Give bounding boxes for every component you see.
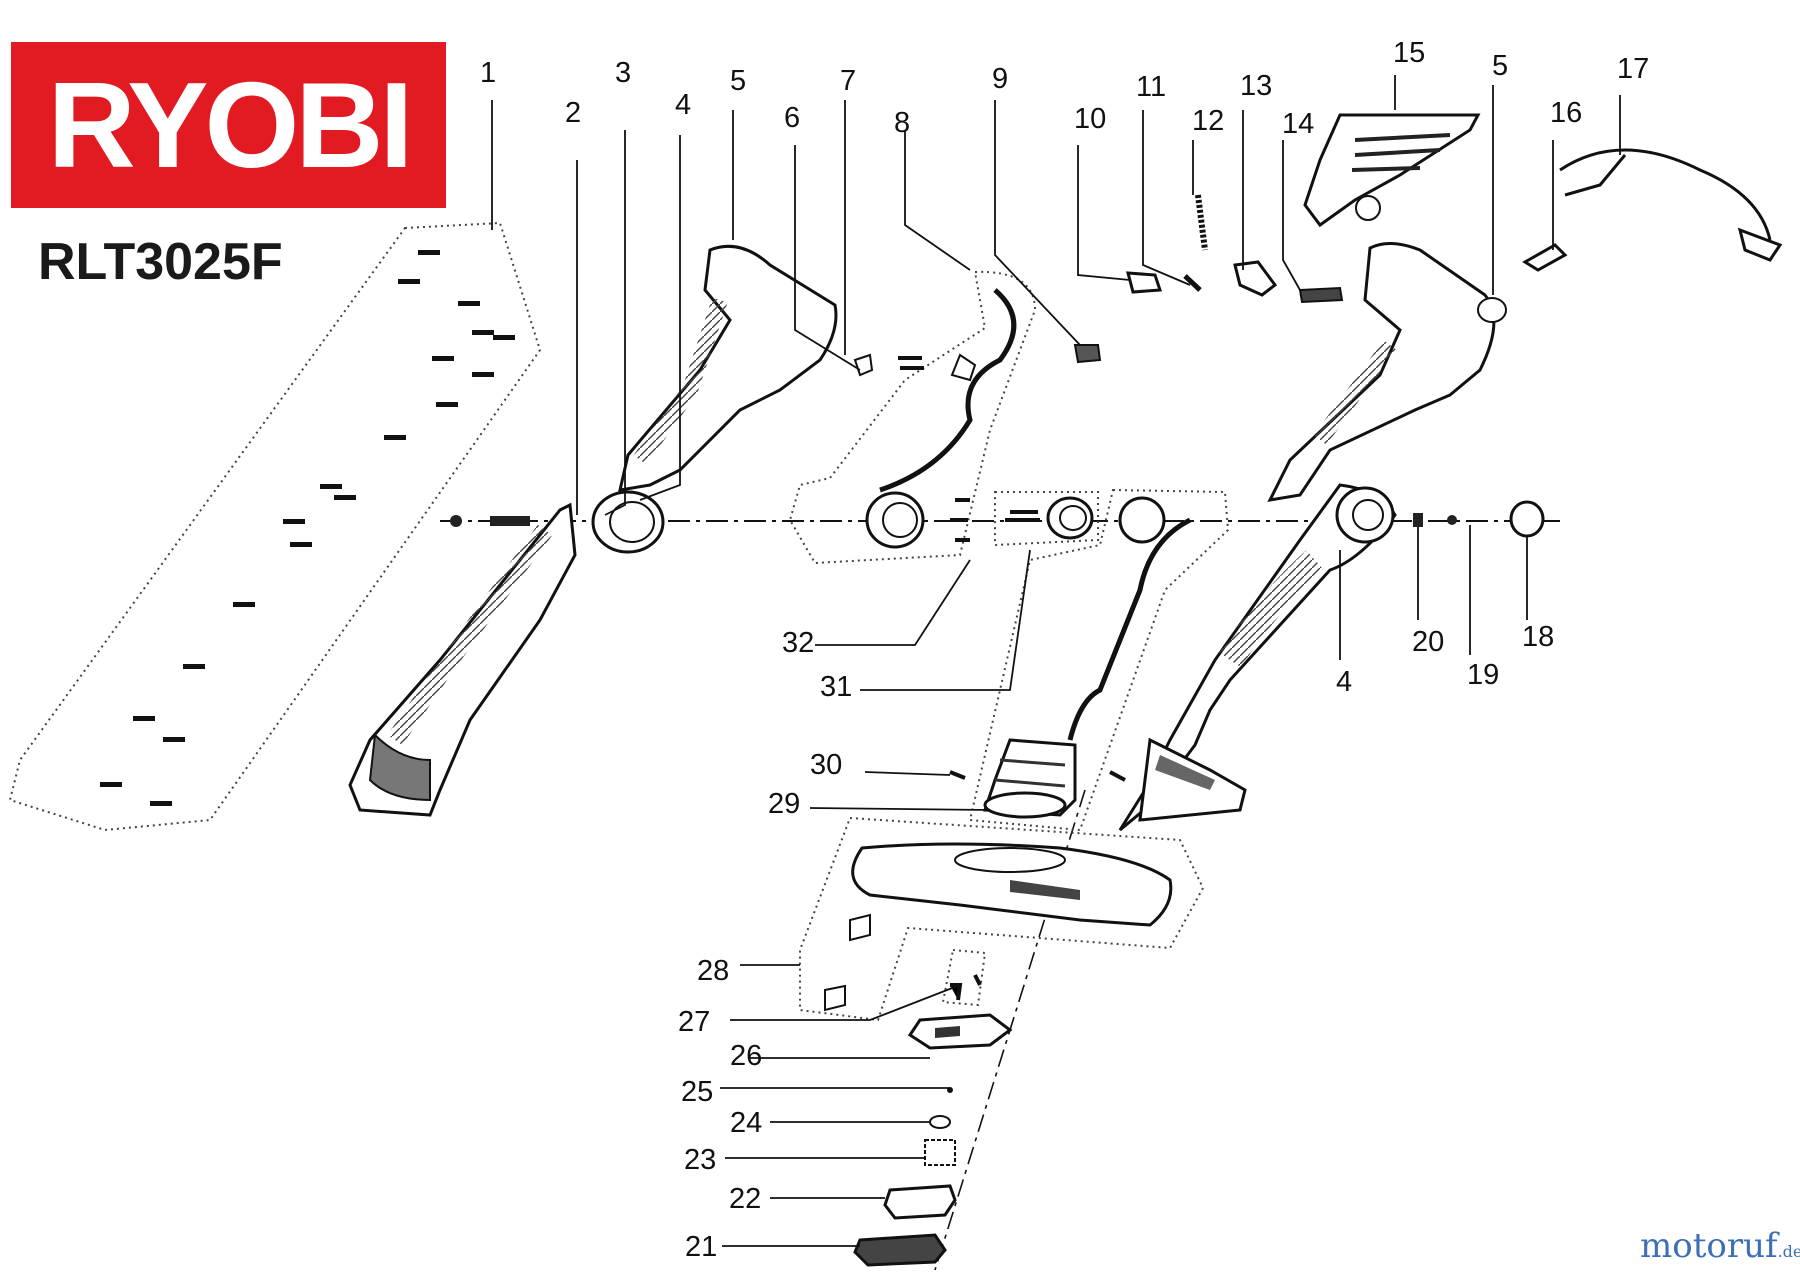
callout-32: 32	[782, 627, 814, 659]
screws-part-32	[950, 498, 970, 542]
clip-part-6	[853, 353, 874, 377]
callout-30: 30	[810, 749, 842, 781]
watermark-text: motoruf	[1640, 1226, 1778, 1266]
callout-11: 11	[1136, 71, 1166, 103]
model-number: RLT3025F	[38, 233, 283, 291]
watermark: motoruf.de	[1640, 1226, 1800, 1266]
bolt-part-3	[490, 516, 530, 526]
connector-part-9	[1073, 344, 1102, 364]
callout-31: 31	[820, 671, 852, 703]
callout-4: 4	[675, 89, 691, 121]
clip-part-30	[949, 770, 1126, 782]
trigger-part-13	[1233, 260, 1278, 297]
screw-set	[100, 250, 515, 806]
cord-retainer-part-16	[1522, 243, 1568, 272]
washer-part-19	[1447, 515, 1457, 525]
motor-wiring	[1067, 517, 1192, 741]
callout-26: 26	[730, 1040, 762, 1072]
callout-28: 28	[697, 955, 729, 987]
callout-2: 2	[565, 97, 581, 129]
callout-29: 29	[768, 788, 800, 820]
callout-14: 14	[1282, 108, 1314, 140]
watermark-suffix: .de	[1777, 1242, 1800, 1261]
callout-27: 27	[678, 1006, 710, 1038]
nut-part-2	[450, 515, 462, 527]
callout-18: 18	[1522, 621, 1554, 653]
part-10	[1126, 271, 1163, 294]
cap-part-21	[853, 1233, 947, 1267]
callout-21: 21	[685, 1231, 717, 1263]
washer-part-24	[929, 1115, 951, 1129]
callout-1: 1	[480, 57, 496, 89]
callout-10: 10	[1074, 103, 1106, 135]
callout-12: 12	[1192, 105, 1224, 137]
screw-pair-outline	[941, 948, 987, 1007]
ryobi-logo: RYOBI	[11, 42, 446, 208]
part-11	[1183, 274, 1202, 292]
lock-part-14	[1298, 286, 1344, 304]
logo-text: RYOBI	[47, 57, 414, 193]
callout-24: 24	[730, 1107, 762, 1139]
callout-4: 4	[1336, 666, 1352, 698]
switch-wiring	[879, 288, 1017, 493]
bushing-part-20	[1413, 513, 1423, 527]
callout-20: 20	[1412, 626, 1444, 658]
callout-19: 19	[1467, 659, 1499, 691]
sleeve-group-outline	[994, 491, 1099, 547]
callout-23: 23	[684, 1144, 716, 1176]
leader-lines	[491, 75, 1621, 1247]
callout-15: 15	[1393, 37, 1425, 69]
callout-6: 6	[784, 102, 800, 134]
spring-part-12	[1195, 194, 1208, 251]
callout-8: 8	[894, 107, 910, 139]
guard-bracket	[824, 913, 871, 1012]
callout-16: 16	[1550, 97, 1582, 129]
power-cord	[1559, 148, 1772, 241]
cap-part-18	[1509, 500, 1545, 538]
callout-5: 5	[1492, 50, 1508, 82]
right-handle-upper	[1267, 242, 1496, 502]
left-handle-upper	[618, 244, 838, 492]
callout-7: 7	[840, 65, 856, 97]
callout-5: 5	[730, 65, 746, 97]
spool-part-22	[883, 1184, 957, 1220]
pin-part-7	[898, 356, 924, 370]
callout-3: 3	[615, 57, 631, 89]
spring-part-23	[924, 1139, 956, 1166]
callout-22: 22	[729, 1183, 761, 1215]
callout-17: 17	[1617, 53, 1649, 85]
callout-25: 25	[681, 1076, 713, 1108]
callout-9: 9	[992, 63, 1008, 95]
guard-group-outline	[799, 816, 1205, 1022]
callout-13: 13	[1240, 70, 1272, 102]
